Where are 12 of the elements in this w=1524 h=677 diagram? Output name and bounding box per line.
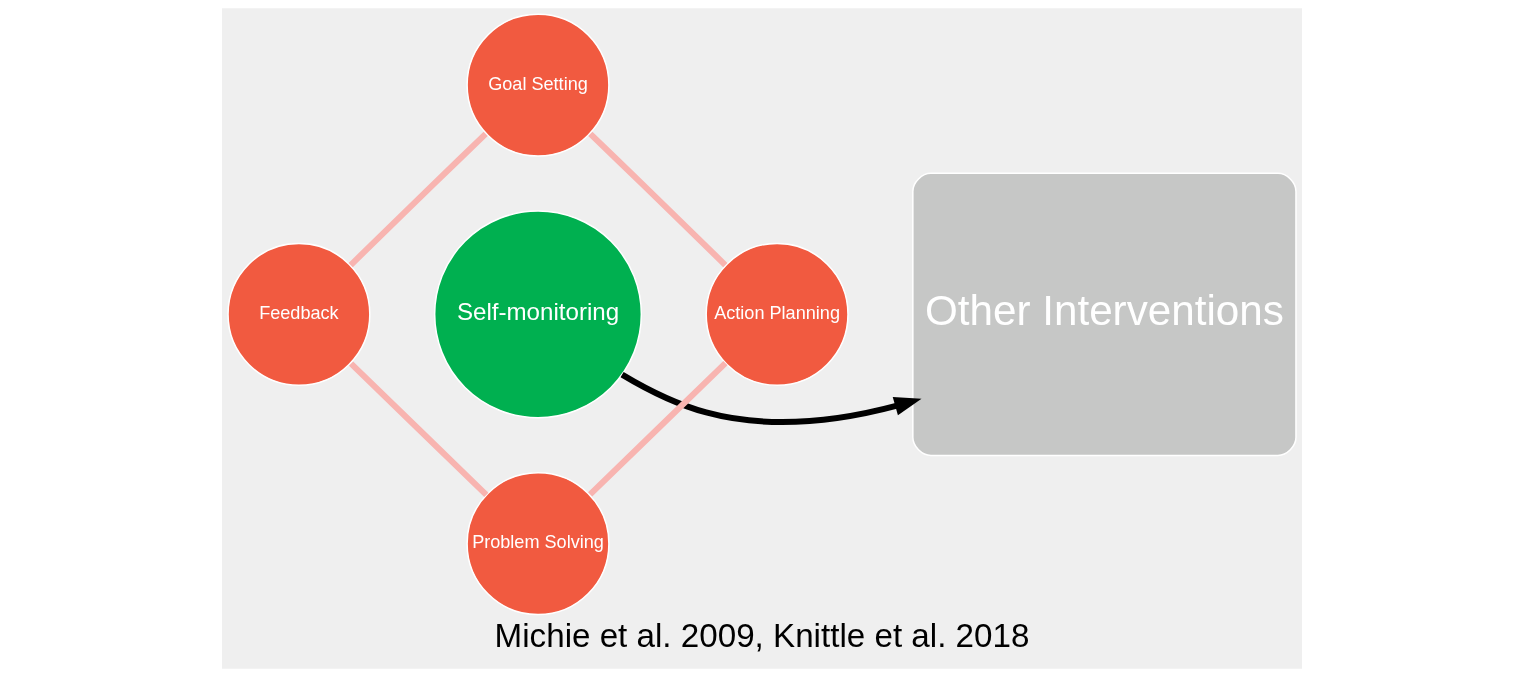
connector bbox=[348, 361, 489, 498]
node-box: Other Interventions bbox=[912, 172, 1297, 457]
node-circle: Feedback bbox=[227, 242, 371, 386]
connector bbox=[348, 131, 488, 268]
node-circle: Action Planning bbox=[705, 242, 849, 386]
node-circle: Goal Setting bbox=[466, 13, 610, 157]
arrow bbox=[620, 371, 922, 425]
connector bbox=[588, 360, 728, 497]
node-circle: Problem Solving bbox=[466, 472, 610, 616]
node-circle: Self-monitoring bbox=[433, 210, 643, 419]
caption: Michie et al. 2009, Knittle et al. 2018 bbox=[494, 617, 1030, 655]
connector bbox=[588, 131, 728, 268]
